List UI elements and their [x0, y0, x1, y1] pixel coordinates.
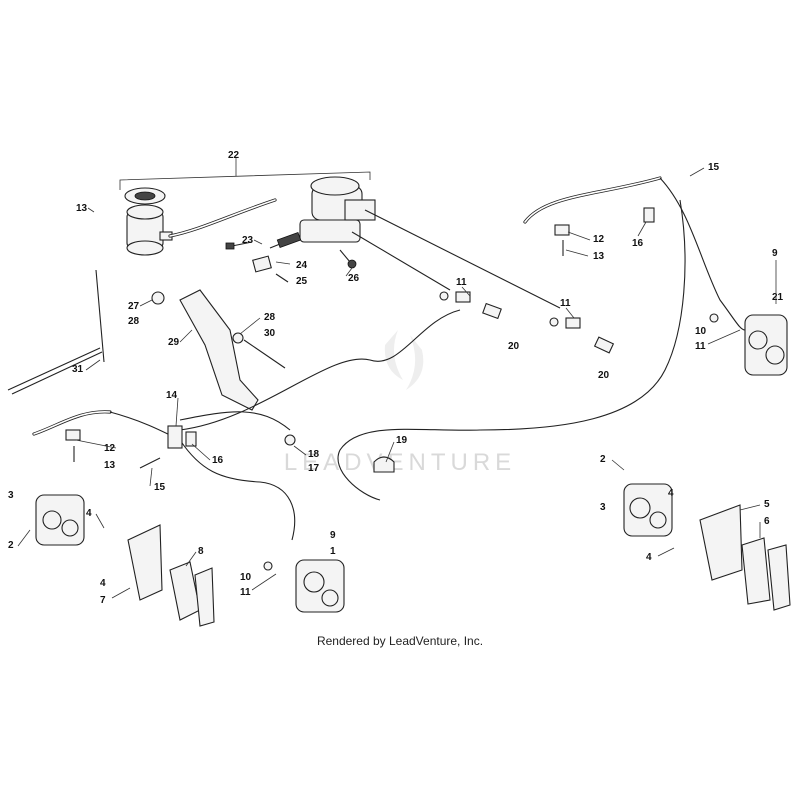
callout: 30: [264, 328, 276, 339]
callout: 12: [104, 443, 116, 454]
bolt-23: [225, 241, 253, 250]
clip-12-left: [65, 429, 81, 441]
callout: 4: [668, 488, 674, 499]
callout: 2: [600, 454, 606, 465]
callout: 29: [168, 337, 180, 348]
callout: 20: [508, 341, 520, 352]
callout: 31: [72, 364, 84, 375]
callout: 4: [100, 578, 106, 589]
callout-labels: 22 13 23 24 25 26 11 20 11 20 15 12 13 1…: [8, 150, 784, 606]
callout: 4: [86, 508, 92, 519]
callout: 10: [695, 326, 707, 337]
callout: 16: [212, 455, 224, 466]
bracket-left-7: [127, 524, 163, 601]
plate-right-6: [741, 537, 791, 611]
callout: 15: [708, 162, 720, 173]
caliper-center-front: [263, 559, 345, 613]
brake-pedal: [151, 289, 286, 411]
watermark-text: LEADVENTURE: [284, 449, 516, 476]
clip-16-left: [185, 431, 197, 447]
callout: 19: [396, 435, 408, 446]
clip-12-upper: [554, 224, 570, 236]
callout: 23: [242, 235, 254, 246]
bolt-26: [339, 249, 357, 269]
cable-tie-31: [7, 269, 105, 395]
junction-14: [167, 425, 183, 449]
watermark-logo: [384, 330, 424, 390]
caliper-left-rear: [35, 494, 85, 546]
caliper-right-upper: [709, 313, 788, 376]
callout: 8: [198, 546, 204, 557]
callout: 28: [264, 312, 276, 323]
callout: 14: [166, 390, 178, 401]
clip-17: [284, 434, 296, 446]
callout: 1: [330, 546, 336, 557]
fitting-20-right: [549, 317, 615, 354]
callout: 26: [348, 273, 360, 284]
callout: 15: [154, 482, 166, 493]
callout: 18: [308, 449, 320, 460]
callout: 13: [104, 460, 116, 471]
plate-left-8: [169, 561, 215, 627]
callout: 7: [100, 595, 106, 606]
clamp-19: [373, 456, 395, 473]
callout-leaders: [17, 167, 777, 599]
callout: 21: [772, 292, 784, 303]
callout: 9: [330, 530, 336, 541]
bracket-right-5: [699, 504, 743, 581]
callout: 27: [128, 301, 140, 312]
clevis-24: [252, 255, 272, 273]
callout: 4: [646, 552, 652, 563]
callout: 28: [128, 316, 140, 327]
callout: 9: [772, 248, 778, 259]
fitting-20-mid: [439, 291, 502, 320]
callout: 11: [560, 298, 571, 309]
callout: 13: [76, 203, 88, 214]
callout: 3: [600, 502, 606, 513]
callout: 17: [308, 463, 320, 474]
callout: 6: [764, 516, 770, 527]
callout: 20: [598, 370, 610, 381]
callout: 25: [296, 276, 308, 287]
callout: 12: [593, 234, 605, 245]
master-cylinder: [269, 176, 376, 249]
callout: 3: [8, 490, 14, 501]
callout: 5: [764, 499, 770, 510]
footer-credit: Rendered by LeadVenture, Inc.: [316, 634, 484, 648]
group-bracket-22: [119, 158, 371, 190]
callout: 22: [228, 150, 240, 161]
callout: 13: [593, 251, 605, 262]
pin-25: [275, 273, 289, 283]
callout: 24: [296, 260, 308, 271]
clip-16-upper: [643, 207, 655, 223]
callout: 10: [240, 572, 252, 583]
caliper-right-lower: [623, 483, 673, 537]
callout: 2: [8, 540, 14, 551]
callout: 11: [695, 341, 706, 352]
callout: 11: [240, 587, 251, 598]
brake-fluid-reservoir: [124, 187, 173, 256]
bolt-15-left: [139, 457, 161, 469]
callout: 11: [456, 277, 467, 288]
callout: 16: [632, 238, 644, 249]
